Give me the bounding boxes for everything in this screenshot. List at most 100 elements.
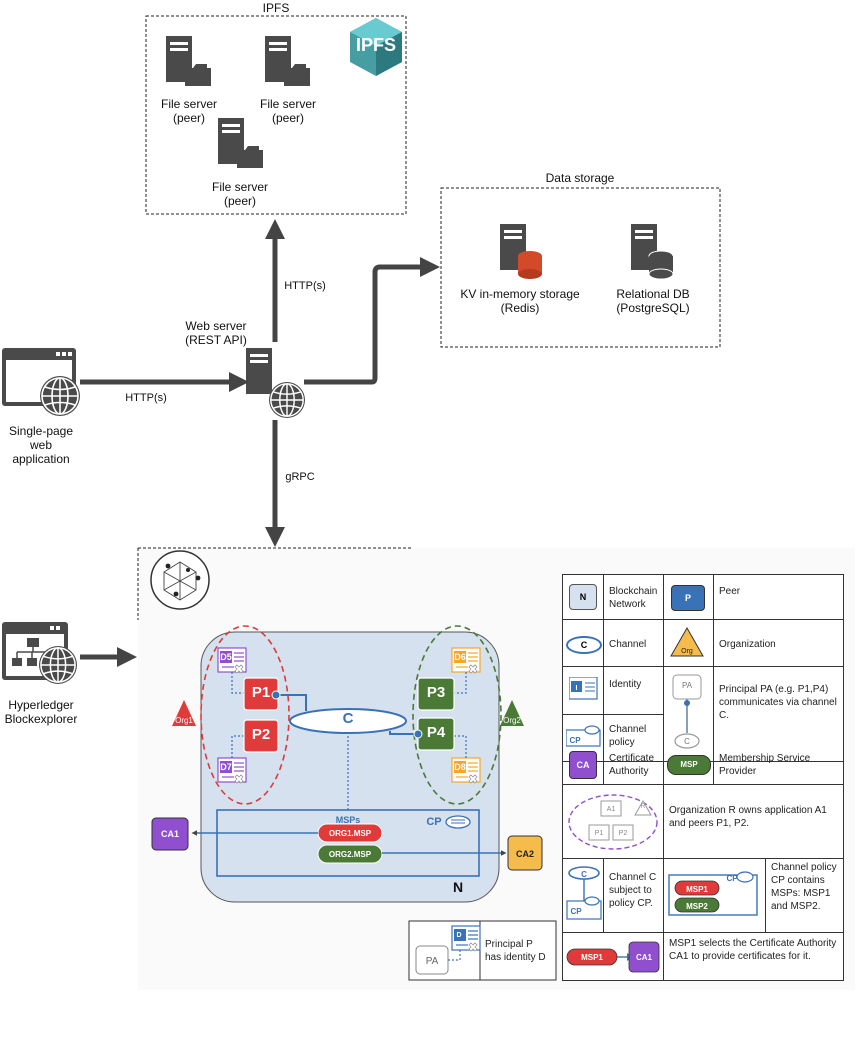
- channel-c: [289, 708, 407, 734]
- legend-cpm-msp1: MSP1: [686, 885, 708, 894]
- legend-row: N Blockchain Network P Peer: [563, 575, 843, 620]
- org1-triangle-icon: [172, 700, 196, 726]
- org1-label: Org1: [175, 716, 193, 725]
- explorer-window-icon: [2, 622, 78, 685]
- legend-org-icon: [670, 626, 704, 657]
- legend-cpm-text: Channel policy CP contains MSPs: MSP1 an…: [771, 862, 837, 912]
- legend-policy-msps-icon: [668, 871, 758, 916]
- ipfs-cluster-border: [145, 15, 407, 215]
- org2-msp-label: ORG2.MSP: [328, 850, 372, 859]
- identity-links: [231, 672, 467, 810]
- legend-policy-text: Channel policy: [609, 724, 647, 748]
- identity-d-label: D: [456, 932, 462, 939]
- legend-peer-text: Peer: [719, 586, 741, 597]
- peer-p1-label: P1: [251, 684, 271, 701]
- peer-p2: [243, 719, 279, 753]
- legend-identity-icon-label: I: [575, 685, 578, 692]
- legend-app-a1: A1: [606, 806, 616, 813]
- file-server-3-label: File server(peer): [211, 180, 268, 208]
- ipfs-logo-text: IPFS: [355, 35, 396, 55]
- legend-org-text: Organization: [719, 639, 776, 650]
- redis-storage-icon: [500, 224, 542, 279]
- legend-cpm-msp2: MSP2: [686, 902, 708, 911]
- policy-icon: [445, 815, 471, 829]
- postgresql-db-icon: [631, 224, 674, 280]
- legend-sel-msp1: MSP1: [581, 953, 603, 962]
- legend-msp-icon: MSP: [667, 755, 711, 775]
- legend-principal-c-label: C: [684, 737, 690, 746]
- peer-p3: [417, 677, 455, 711]
- org1-msp-label: ORG1.MSP: [328, 829, 372, 838]
- web-server-icon: [246, 348, 306, 419]
- data-storage-border: [440, 187, 721, 348]
- org2-boundary: [412, 625, 502, 805]
- legend-row: MSP1 CA1 MSP1 selects the Certificate Au…: [563, 933, 843, 980]
- legend-ccp-cp: CP: [570, 907, 582, 916]
- legend-ccp-c: C: [581, 870, 587, 879]
- ipfs-title: IPFS: [262, 1, 290, 15]
- legend-ownership-text: Organization R owns application A1 and p…: [669, 805, 827, 829]
- web-server-label: Web server(REST API): [185, 319, 247, 347]
- ca2-label: CA2: [515, 849, 534, 859]
- connection-arrows: [80, 219, 440, 667]
- peer-p2-label: P2: [251, 726, 271, 743]
- http-ipfs-label: HTTP(s): [284, 280, 326, 292]
- legend-network-icon: N: [569, 584, 597, 610]
- channel-policy-box: [216, 809, 480, 877]
- legend-org-icon-label: Org: [681, 648, 693, 655]
- legend-identity-icon: [569, 677, 598, 700]
- legend-row: C CP Channel C subject to policy CP. MSP…: [563, 859, 843, 933]
- legend-principal-icon: [672, 674, 702, 749]
- file-server-2-label: File server(peer): [259, 97, 316, 125]
- file-server-icon: [166, 36, 211, 86]
- legend-policy-icon-label: CP: [569, 736, 581, 745]
- org2-label: Org2: [503, 716, 521, 725]
- legend-ca-text: Certificate Authority: [609, 753, 655, 777]
- legend-table: N Blockchain Network P Peer C Channel Or…: [562, 574, 844, 981]
- channel-c-label: C: [342, 710, 354, 727]
- legend-msp-text: Membership Service Provider: [719, 753, 811, 777]
- legend-peer-icon: P: [671, 585, 705, 611]
- legend-ccp-text: Channel C subject to policy CP.: [609, 872, 657, 909]
- legend-app-r: R: [640, 804, 646, 810]
- browser-window-icon: [2, 348, 81, 417]
- legend-principal-pa-label: PA: [681, 681, 693, 690]
- org2-msp-pill: [317, 844, 383, 864]
- grpc-label: gRPC: [285, 471, 315, 483]
- legend-ca-icon: CA: [569, 751, 597, 779]
- legend-row: CA Certificate Authority MSP Membership …: [563, 741, 843, 785]
- network-n-label: N: [452, 879, 464, 895]
- legend-channel-icon: C: [566, 636, 602, 654]
- org1-boundary: [200, 625, 290, 805]
- data-storage-title: Data storage: [545, 171, 615, 185]
- org2-triangle-icon: [500, 700, 524, 726]
- legend-app-p1: P1: [594, 830, 604, 837]
- hyperledger-logo-icon: [150, 550, 210, 610]
- legend-sel-text: MSP1 selects the Certificate Authority C…: [669, 938, 837, 962]
- file-server-1-label: File server(peer): [160, 97, 217, 125]
- legend-ownership-icon: [568, 794, 658, 850]
- doc-d5-label: D5: [220, 652, 232, 662]
- ca1-box: [151, 817, 189, 851]
- doc-d7-label: D7: [220, 762, 232, 772]
- legend-row: C Channel Org Organization: [563, 620, 843, 667]
- identity-pa-label: PA: [425, 956, 439, 967]
- webserver-to-storage-arrow: [304, 257, 440, 385]
- postgresql-label: Relational DB(PostgreSQL): [616, 287, 690, 315]
- redis-label: KV in-memory storage(Redis): [460, 287, 580, 315]
- ca2-box: [507, 835, 543, 871]
- legend-app-p2: P2: [618, 830, 628, 837]
- peer-p3-label: P3: [426, 684, 446, 701]
- http-spa-label: HTTP(s): [125, 392, 167, 404]
- doc-d8-label: D8: [454, 762, 466, 772]
- msps-label: MSPs: [335, 815, 361, 825]
- legend-identity-text: Identity: [609, 679, 642, 690]
- peer-p4-label: P4: [426, 724, 446, 741]
- ca1-label: CA1: [160, 829, 179, 839]
- policy-cp-label: CP: [426, 816, 442, 828]
- legend-sel-ca1: CA1: [635, 953, 652, 962]
